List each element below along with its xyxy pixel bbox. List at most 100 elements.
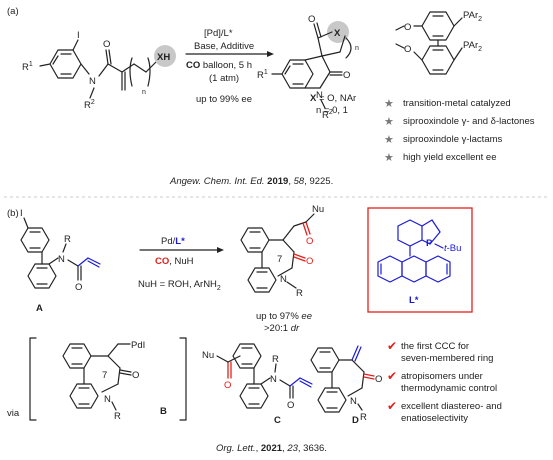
conditions-a-ee: up to 99% ee bbox=[196, 94, 252, 105]
check-icon: ✔ bbox=[387, 399, 397, 413]
product-b-nu: Nu bbox=[312, 204, 324, 215]
product-a-r2: R2 bbox=[322, 109, 333, 121]
intermediate-b-ring-size: 7 bbox=[102, 370, 107, 381]
ligand-box-phenyl bbox=[397, 219, 423, 247]
product-a-r1: R1 bbox=[257, 69, 268, 81]
ligand-a: O O PAr2 PAr2 bbox=[395, 10, 482, 75]
feature-a-4: high yield excellent ee bbox=[403, 152, 496, 163]
substrate-b-n: N bbox=[58, 254, 65, 265]
bracket-right bbox=[179, 337, 187, 421]
ligand-box-label: L* bbox=[409, 295, 419, 306]
ligand-a-ome-top: O bbox=[404, 22, 411, 33]
product-a-n: N bbox=[316, 90, 323, 101]
substrate-a-xh: XH bbox=[157, 52, 170, 63]
product-a-x: X bbox=[334, 28, 341, 39]
product-a-x-def: X = O, NAr bbox=[310, 93, 356, 104]
substrate-a-xh-circle bbox=[154, 45, 176, 67]
intermediate-d-tag: D bbox=[352, 415, 359, 426]
conditions-a: [Pd]/L* Base, Additive CO balloon, 5 h (… bbox=[185, 28, 274, 105]
ligand-box-tbu: t-Bu bbox=[444, 243, 461, 254]
substrate-b-tag: A bbox=[36, 303, 43, 314]
intermediate-c-n: N bbox=[270, 374, 277, 385]
ligand-box-border bbox=[367, 207, 473, 313]
intermediate-b-tag: B bbox=[160, 406, 167, 417]
panel-b-label: (b) bbox=[7, 208, 19, 219]
highlights-b: ✔ the first CCC for seven-membered ring … bbox=[387, 339, 502, 424]
product-a-x-circle bbox=[327, 21, 349, 43]
intermediate-d-o: O bbox=[375, 374, 382, 385]
highlight-b-1-line-1: the first CCC for bbox=[401, 341, 469, 352]
check-icon: ✔ bbox=[387, 369, 397, 383]
product-a-n-index: n bbox=[355, 45, 359, 52]
substrate-a-n-index: n bbox=[142, 89, 146, 96]
highlight-b-2-line-1: atropisomers under bbox=[401, 371, 483, 382]
star-icon: ★ bbox=[384, 116, 394, 128]
intermediate-c: Nu O N R O C bbox=[202, 343, 313, 426]
product-b-r: R bbox=[296, 288, 303, 299]
check-icon: ✔ bbox=[387, 339, 397, 353]
intermediate-c-o2: O bbox=[287, 400, 294, 411]
substrate-a-r1: R1 bbox=[22, 61, 33, 73]
panel-a-label: (a) bbox=[7, 6, 19, 17]
intermediate-b-o: O bbox=[132, 370, 139, 381]
substrate-b-o: O bbox=[75, 282, 82, 293]
ligand-a-ome-bottom: O bbox=[404, 44, 411, 55]
conditions-a-pressure: (1 atm) bbox=[209, 73, 239, 84]
product-b-ee: up to 97% ee bbox=[256, 311, 312, 322]
substrate-b-r: R bbox=[64, 234, 71, 245]
intermediate-c-tag: C bbox=[274, 415, 281, 426]
substrate-a-iodo: I bbox=[77, 30, 80, 41]
product-b-ring-size: 7 bbox=[277, 254, 282, 265]
product-b-dr: >20:1 dr bbox=[264, 323, 300, 334]
intermediate-d-ring-bottom bbox=[317, 387, 347, 413]
feature-a-2: siprooxindole γ- and δ-lactones bbox=[403, 116, 535, 127]
highlight-b-2-line-2: thermodynamic control bbox=[401, 383, 497, 394]
conditions-b: Pd/L* CO, NuH NuH = ROH, ArNH2 bbox=[138, 236, 224, 292]
intermediate-b-via: via bbox=[7, 408, 20, 419]
intermediate-b-pd: PdI bbox=[131, 340, 145, 351]
intermediate-b-n: N bbox=[104, 394, 111, 405]
bracket-left bbox=[29, 337, 37, 421]
conditions-b-nuh-def: NuH = ROH, ArNH2 bbox=[138, 279, 221, 292]
intermediate-d: O N R D bbox=[310, 345, 382, 426]
intermediate-d-n: N bbox=[350, 396, 357, 407]
conditions-a-co: CO balloon, 5 h bbox=[186, 60, 252, 71]
panel-a: (a) I R1 N R2 O bbox=[7, 6, 535, 187]
feature-a-1: transition-metal catalyzed bbox=[403, 98, 511, 109]
highlight-b-3-line-1: excellent diastereo- and bbox=[401, 401, 502, 412]
product-a-n-def: n = 0, 1 bbox=[316, 105, 348, 116]
star-icon: ★ bbox=[384, 152, 394, 164]
conditions-b-catalyst: Pd/L* bbox=[161, 236, 185, 247]
citation-a: Angew. Chem. Int. Ed. 2019, 58, 9225. bbox=[169, 176, 333, 187]
highlight-b-3-line-2: enatioselectivity bbox=[401, 413, 468, 424]
ligand-box-anthracene-2 bbox=[401, 255, 427, 283]
product-b-n: N bbox=[280, 274, 287, 285]
product-b-ring-bottom bbox=[247, 267, 277, 293]
citation-b: Org. Lett., 2021, 23, 3636. bbox=[216, 443, 327, 454]
intermediate-b: via O 7 N R PdI B bbox=[7, 337, 187, 422]
product-b-o: O bbox=[306, 256, 313, 267]
product-a-lactone-o: O bbox=[308, 14, 315, 25]
product-b: O 7 N R O Nu up to 97% ee >20:1 dr bbox=[240, 204, 324, 334]
intermediate-d-r: R bbox=[360, 412, 367, 423]
features-a: ★ transition-metal catalyzed ★ siprooxin… bbox=[384, 98, 535, 164]
intermediate-c-o: O bbox=[224, 380, 231, 391]
product-b-carbonyl-o: O bbox=[306, 236, 313, 247]
feature-a-3: siprooxindole γ-lactams bbox=[403, 134, 503, 145]
intermediate-c-nu: Nu bbox=[202, 350, 214, 361]
substrate-b-iodo: I bbox=[20, 208, 23, 219]
highlight-b-1-line-2: seven-membered ring bbox=[401, 353, 493, 364]
conditions-a-catalyst: [Pd]/L* bbox=[204, 28, 233, 39]
substrate-a-carbonyl-o: O bbox=[103, 39, 110, 50]
substrate-a-n: N bbox=[89, 76, 96, 87]
product-a: R1 O N R2 O X n X = O, NA bbox=[257, 14, 359, 121]
ligand-box: P t-Bu L* bbox=[367, 207, 473, 313]
ligand-a-par2-top: PAr2 bbox=[463, 10, 482, 23]
star-icon: ★ bbox=[384, 134, 394, 146]
ligand-a-par2-bottom: PAr2 bbox=[463, 40, 482, 53]
conditions-b-co: CO, NuH bbox=[155, 256, 194, 267]
substrate-a-r2: R2 bbox=[84, 99, 95, 111]
ligand-box-p: P bbox=[426, 238, 433, 249]
product-a-oxindole-o: O bbox=[343, 70, 350, 81]
